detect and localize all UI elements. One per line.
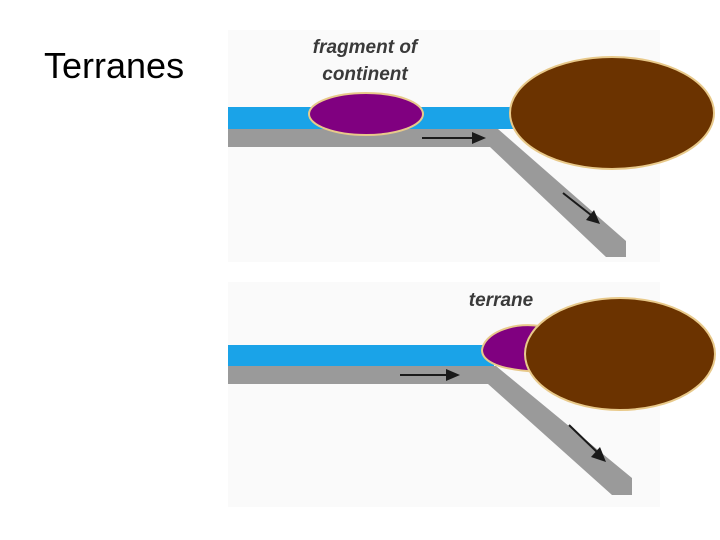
arrow-down-before — [562, 192, 592, 216]
label-fragment-line1: fragment of — [313, 37, 419, 58]
stage-after: terrane — [228, 282, 716, 507]
continent-before — [509, 56, 715, 170]
subducting-plate-before — [228, 129, 626, 257]
slide-title: Terranes — [44, 45, 185, 86]
arrow-right-after-head — [446, 369, 460, 381]
continent-fragment — [308, 92, 424, 136]
arrow-down-after-head — [591, 447, 606, 462]
stage-before: fragment of continent — [228, 30, 715, 262]
arrow-down-after — [568, 424, 598, 453]
continent-after — [524, 297, 716, 411]
arrow-right-before-head — [472, 132, 486, 144]
arrow-down-before-head — [586, 210, 600, 224]
label-terrane: terrane — [469, 290, 534, 311]
label-fragment-line2: continent — [322, 64, 408, 85]
ocean-surface-after — [228, 345, 494, 366]
subducting-plate-after — [228, 366, 632, 495]
